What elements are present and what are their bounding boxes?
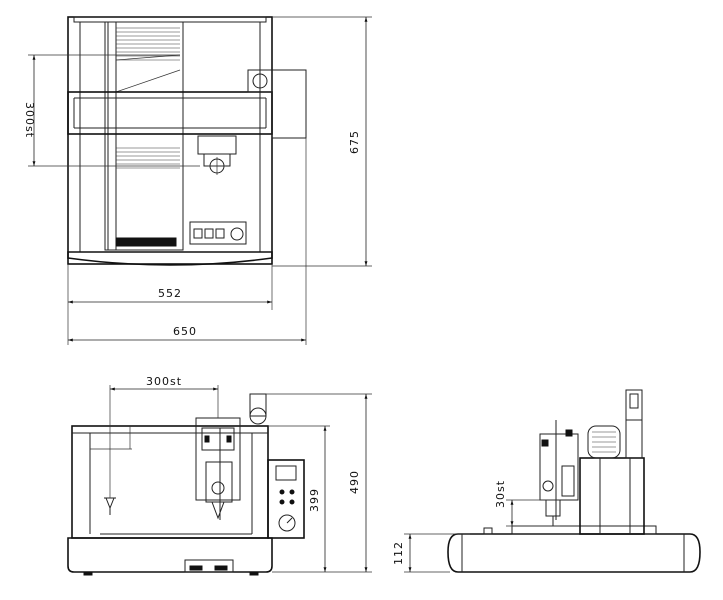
front-base [67, 537, 273, 573]
top-view-base [67, 251, 273, 266]
front-control-box [267, 459, 305, 539]
top-gauge-icon [252, 73, 268, 89]
side-table [511, 525, 657, 535]
side-base [447, 533, 701, 573]
front-gauge-icon [249, 407, 267, 425]
dim-top-depth: 675 [348, 130, 361, 154]
side-column [579, 457, 645, 535]
bottom-louvre [115, 237, 177, 247]
dim-side-base-height: 112 [392, 541, 405, 565]
control-panel [189, 221, 247, 245]
top-view-frame [67, 16, 273, 265]
dim-front-stroke: 300st [146, 375, 182, 388]
dim-top-outer-width: 650 [173, 325, 197, 338]
dim-front-inner-height: 399 [308, 488, 321, 512]
dim-top-inner-width: 552 [158, 287, 182, 300]
side-view: 30st 112 [392, 389, 701, 573]
front-head-frame [195, 417, 241, 501]
dim-top-stroke: 300st [23, 102, 36, 138]
top-view: 300st 675 552 650 [23, 16, 372, 345]
side-motor [587, 425, 621, 459]
front-knob-icon [278, 514, 296, 532]
side-box [271, 69, 307, 139]
side-cylinder [625, 389, 643, 459]
front-enclosure [71, 425, 269, 539]
front-head-icon [211, 481, 225, 495]
dim-side-stroke: 30st [494, 480, 507, 508]
front-drawer [184, 559, 234, 573]
front-left-tool [104, 497, 116, 515]
side-head-icon [542, 480, 554, 492]
panel-knob-icon [230, 227, 244, 241]
front-view: 300st 399 490 [67, 375, 372, 576]
dim-front-total-height: 490 [348, 470, 361, 494]
lower-louvre [116, 147, 180, 169]
